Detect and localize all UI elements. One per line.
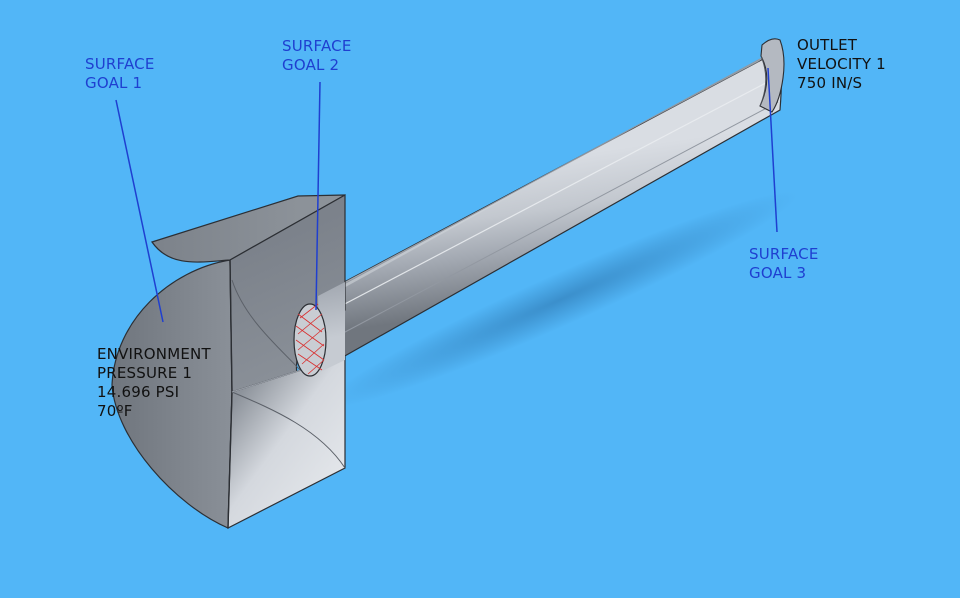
label-outlet-velocity: OUTLET VELOCITY 1 750 IN/S (797, 36, 886, 93)
label-line: 70ºF (97, 402, 133, 420)
label-environment-pressure: ENVIRONMENT PRESSURE 1 14.696 PSI 70ºF (97, 345, 211, 421)
leader-line-surface-goal-1 (115, 99, 164, 323)
leader-line-surface-goal-2 (315, 81, 321, 311)
surface-mesh-hatch (295, 303, 325, 375)
label-line: VELOCITY 1 (797, 55, 886, 73)
label-line: GOAL 3 (749, 264, 807, 282)
label-line: SURFACE (85, 55, 155, 73)
label-line: 14.696 PSI (97, 383, 180, 401)
label-line: GOAL 1 (85, 74, 143, 92)
label-line: 750 IN/S (797, 74, 863, 92)
pipe-outlet-end (759, 38, 785, 113)
label-line: SURFACE (749, 245, 819, 263)
label-line: ENVIRONMENT (97, 345, 211, 363)
leader-line-surface-goal-3 (767, 67, 778, 233)
label-line: GOAL 2 (282, 56, 340, 74)
label-surface-goal-1: SURFACE GOAL 1 (85, 55, 155, 93)
label-surface-goal-2: SURFACE GOAL 2 (282, 37, 352, 75)
leader-lines (115, 67, 778, 323)
label-line: PRESSURE 1 (97, 364, 193, 382)
head-block (111, 193, 346, 529)
label-surface-goal-3: SURFACE GOAL 3 (749, 245, 819, 283)
pipe-shadow (322, 191, 798, 409)
label-line: OUTLET (797, 36, 858, 54)
inlet-bore (293, 282, 345, 377)
label-line: SURFACE (282, 37, 352, 55)
